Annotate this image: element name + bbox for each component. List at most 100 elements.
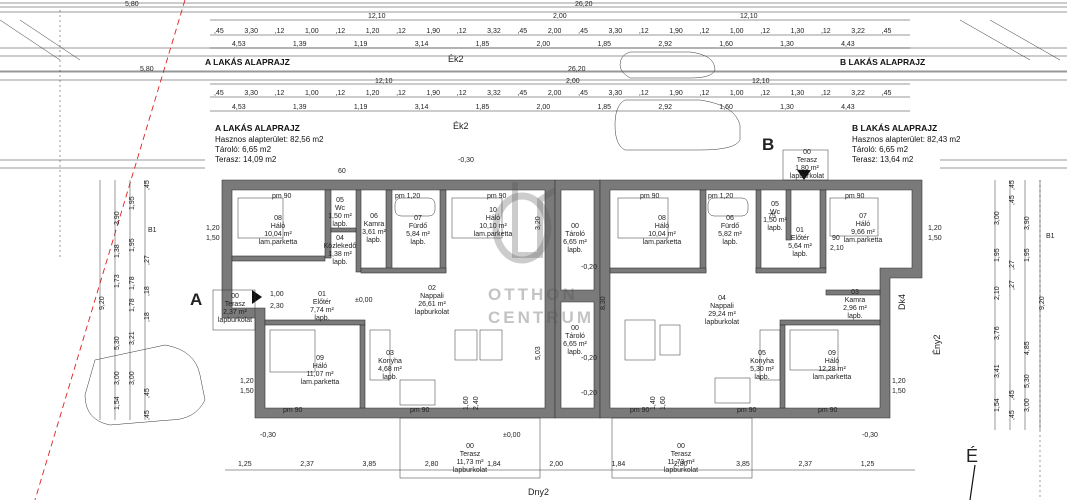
room-number: 08 <box>274 215 282 222</box>
dimension-value: 2,92 <box>658 41 672 48</box>
dim-mid-width: 2,00 <box>553 13 567 20</box>
dimension-value: 3,22 <box>851 28 865 35</box>
dim-right-outer: 9,20 <box>1039 296 1046 310</box>
level-zero-a: ±0,00 <box>355 297 373 304</box>
dimension-value: 1,30 <box>791 28 805 35</box>
room-name: Terasz <box>460 451 481 458</box>
north-label: É <box>966 446 978 466</box>
room-floor: lapb. <box>410 239 425 246</box>
dimension-value: 4,43 <box>841 104 855 111</box>
room-name: Háló <box>313 363 328 370</box>
dimension-value: 1,00 <box>305 90 319 97</box>
dimension-value: 2,00 <box>548 28 562 35</box>
room-number: 09 <box>828 350 836 357</box>
dimension-value: 1,85 <box>597 41 611 48</box>
room-floor: lapb. <box>382 374 397 381</box>
right-dimension-chains <box>994 180 1041 430</box>
section-arrow-a <box>252 290 262 304</box>
dim-mid-width-2: 2,00 <box>566 78 580 85</box>
dim-bottom-value: 2,37 <box>300 461 314 468</box>
dim-right-value: 2,10 <box>994 286 1001 300</box>
opening-label: pm 90 <box>630 407 650 414</box>
dimension-value: 1,85 <box>476 104 490 111</box>
dimension-value: ,12 <box>821 28 831 35</box>
opening-label: 8,30 <box>600 296 607 310</box>
level-minus020-b: -0,20 <box>581 355 597 362</box>
left-dimension-chains <box>99 180 146 420</box>
dim-left-value: 3,00 <box>114 371 121 385</box>
dim-left-value: 1,78 <box>129 298 136 312</box>
room-area: 2,96 m² <box>843 305 867 312</box>
dimension-value: ,12 <box>275 90 285 97</box>
apartment-a-storage: Tároló: 6,65 m2 <box>215 145 272 154</box>
dimension-value: 2,00 <box>537 41 551 48</box>
dimension-value: 1,00 <box>730 28 744 35</box>
room-area: 10,10 m² <box>479 223 507 230</box>
dim-right-small: ,45 <box>1009 195 1016 205</box>
a-heading-small: A LAKÁS ALAPRAJZ <box>205 57 290 67</box>
level-markers: -0,30 -0,30 -0,30 ±0,00 ±0,00 -0,20 -0,2… <box>260 157 878 439</box>
section-marker-a: A <box>190 290 202 309</box>
room-name: Háló <box>825 358 840 365</box>
apartment-b-area: Hasznos alapterület: 82,43 m2 <box>852 135 961 144</box>
dimension-value: 3,30 <box>609 28 623 35</box>
opening-label: 2,10 <box>830 245 844 252</box>
dimension-value: 2,00 <box>537 104 551 111</box>
opening-labels: 1,20 1,50 1,20 1,50 1,20 1,50 1,20 1,50 … <box>206 168 942 414</box>
room-area: 4,68 m² <box>378 366 402 373</box>
room-name: Wc <box>335 205 346 212</box>
dim-right-value: 3,00 <box>1024 398 1031 412</box>
dim-bottom-value: 3,85 <box>736 461 750 468</box>
room-number: 02 <box>428 285 436 292</box>
room-number: 00 <box>571 325 579 332</box>
opening-label: pm 90 <box>818 407 838 414</box>
top-dimension-chains: 5,80 26,20 12,10 2,00 12,10 <box>0 1 1067 49</box>
dimension-value: ,45 <box>517 90 527 97</box>
room-name: Háló <box>856 221 871 228</box>
dim-left-value: 5,30 <box>114 336 121 350</box>
dim-right-value: 1,95 <box>1024 248 1031 262</box>
room-area: 5,82 m² <box>718 231 742 238</box>
room-floor: lapb. <box>332 221 347 228</box>
opening-label: pm 90 <box>272 193 292 200</box>
dim-bottom-value: 1,84 <box>612 461 626 468</box>
section-marker-b: B <box>762 135 774 154</box>
room-area: 6,65 m² <box>563 341 587 348</box>
opening-label: 3,20 <box>535 216 542 230</box>
room-floor: lam.parketta <box>844 237 883 244</box>
left-dimension-values: 9,203,901,381,735,303,001,541,951,951,78… <box>99 180 151 420</box>
apartment-b-walls <box>599 179 923 419</box>
room-area: 3,61 m² <box>362 229 386 236</box>
watermark-line1: OTTHON <box>488 285 578 304</box>
room-floor: lam.parketta <box>301 379 340 386</box>
dim-bottom-value: 2,80 <box>425 461 439 468</box>
room-name: Fürdő <box>721 223 739 230</box>
room-floor: lapburkolat <box>415 309 449 316</box>
room-floor: lapb. <box>366 237 381 244</box>
dim-b-width-2: 12,10 <box>752 78 770 85</box>
dim-right-value: 1,54 <box>994 398 1001 412</box>
section-arrow-b <box>797 170 811 180</box>
dim-left-small: ,27 <box>144 255 151 265</box>
room-name: Wc <box>770 209 781 216</box>
dimension-value: ,12 <box>639 28 649 35</box>
opening-label: 1,60 <box>463 396 470 410</box>
dimension-value: ,12 <box>821 90 831 97</box>
room-area: 5,84 m² <box>406 231 430 238</box>
dimension-value: 1,39 <box>293 41 307 48</box>
dimension-value: ,45 <box>214 28 224 35</box>
dimension-value: ,12 <box>335 28 345 35</box>
dim-bottom-value: 2,80 <box>674 461 688 468</box>
dim-bottom-value: 3,85 <box>363 461 377 468</box>
dim-left-small: ,18 <box>144 312 151 322</box>
room-floor: lapburkolat <box>664 467 698 474</box>
dimension-value: ,45 <box>578 28 588 35</box>
opening-label: 1,50 <box>206 235 220 242</box>
terraces <box>212 149 829 479</box>
dimension-value: 4,53 <box>232 41 246 48</box>
